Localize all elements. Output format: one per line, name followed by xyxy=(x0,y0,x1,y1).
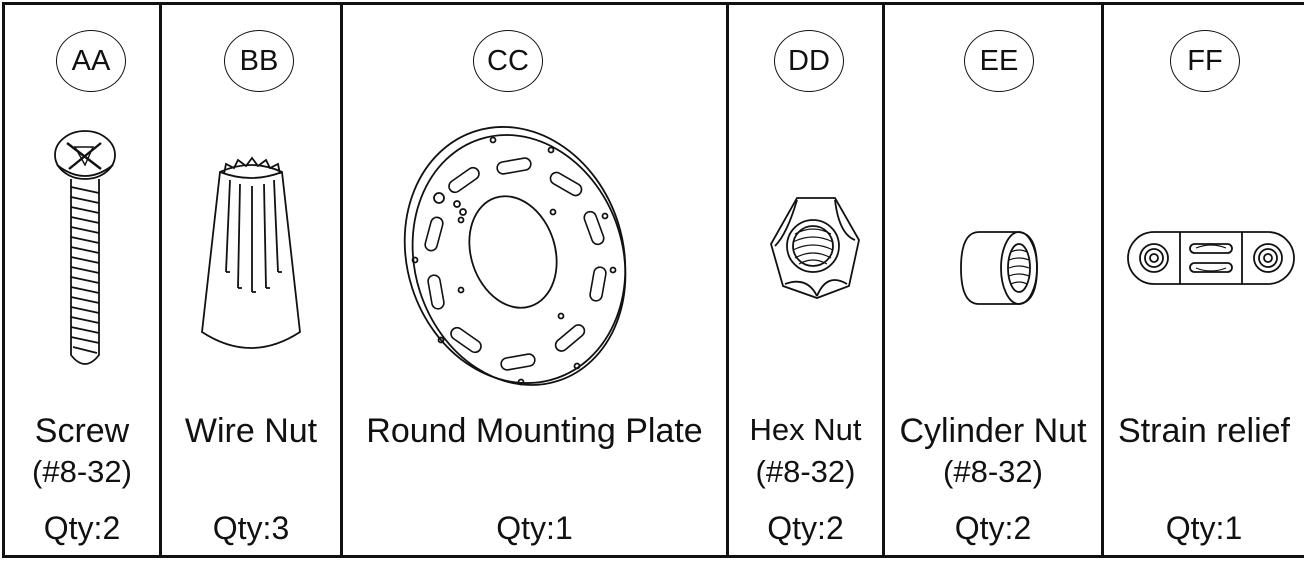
part-id-badge: EE xyxy=(964,30,1034,92)
column-divider xyxy=(882,2,885,558)
part-quantity: Qty:1 xyxy=(496,510,573,546)
part-id-badge: CC xyxy=(473,30,543,92)
hex-nut-icon xyxy=(767,194,863,302)
part-name: Screw xyxy=(34,412,130,450)
part-cell-cc: CC xyxy=(343,0,726,556)
part-name: Wire Nut xyxy=(184,412,318,450)
part-spec: (#8-32) xyxy=(32,454,132,489)
part-id-badge: DD xyxy=(774,30,844,92)
part-name: Round Mounting Plate xyxy=(366,412,703,450)
part-cell-dd: DD Hex Nut (#8-32) Qty:2 xyxy=(729,0,882,556)
wire-nut-icon xyxy=(196,152,306,367)
part-quantity: Qty:2 xyxy=(954,510,1032,546)
column-divider xyxy=(340,2,343,558)
strain-relief-icon xyxy=(1126,228,1298,288)
column-divider xyxy=(159,2,162,558)
part-spec: (#8-32) xyxy=(755,454,856,489)
column-divider xyxy=(726,2,729,558)
part-quantity: Qty:2 xyxy=(43,510,121,546)
part-cell-ee: EE Cylinder Nut (#8-32) Qty:2 xyxy=(885,0,1101,556)
part-name: Hex Nut xyxy=(749,412,862,447)
part-name: Cylinder Nut xyxy=(899,412,1087,450)
part-name: Strain relief xyxy=(1118,412,1290,450)
part-id-badge: AA xyxy=(56,30,126,92)
mounting-plate-icon xyxy=(401,120,631,390)
part-quantity: Qty:2 xyxy=(767,510,844,546)
part-cell-ff: FF Strain relief Qty:1 xyxy=(1104,0,1304,556)
part-id-badge: FF xyxy=(1170,30,1240,92)
cylinder-nut-icon xyxy=(957,226,1041,310)
screw-icon xyxy=(45,125,125,375)
part-quantity: Qty:1 xyxy=(1165,510,1243,546)
part-id-badge: BB xyxy=(224,30,294,92)
part-cell-bb: BB Wire Nut Qty:3 xyxy=(162,0,340,556)
part-spec: (#8-32) xyxy=(943,454,1043,489)
part-cell-aa: AA Screw (#8-32) Qty:2 xyxy=(5,0,159,556)
part-quantity: Qty:3 xyxy=(212,510,290,546)
column-divider xyxy=(1101,2,1104,558)
